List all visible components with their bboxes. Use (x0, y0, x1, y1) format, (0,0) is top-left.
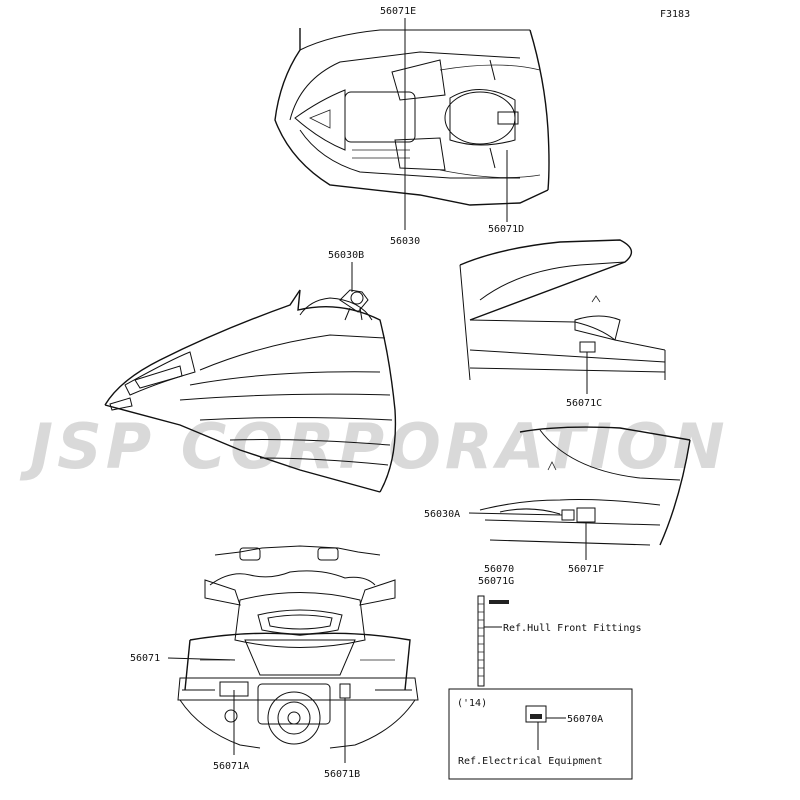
figure-code: F3183 (660, 9, 690, 20)
seat-side-lower-illustration (479, 426, 691, 546)
part-56071F[interactable]: 56071F (568, 564, 604, 575)
part-56071D[interactable]: 56071D (488, 224, 524, 235)
part-56071E[interactable]: 56071E (380, 6, 416, 17)
ref-electrical-equipment[interactable]: Ref.Electrical Equipment (458, 756, 603, 767)
part-56071C[interactable]: 56071C (566, 398, 602, 409)
part-56030B[interactable]: 56030B (328, 250, 364, 261)
rear-view-illustration (177, 545, 419, 749)
part-56030[interactable]: 56030 (390, 236, 420, 247)
bow-side-illustration (104, 289, 397, 493)
part-56030A[interactable]: 56030A (424, 509, 460, 520)
top-view-illustration (274, 28, 550, 206)
part-56070A[interactable]: 56070A (567, 714, 603, 725)
inset-year-label: ('14) (457, 698, 487, 709)
ref-hull-front-fittings[interactable]: Ref.Hull Front Fittings (503, 623, 641, 634)
decal-strips (477, 595, 509, 687)
watermark-text: JSP CORPORATION (19, 410, 729, 483)
part-56071B[interactable]: 56071B (324, 769, 360, 780)
part-56071G[interactable]: 56071G (478, 576, 514, 587)
inset-box-2014 (448, 688, 633, 780)
part-56071A[interactable]: 56071A (213, 761, 249, 772)
seat-side-upper-illustration (459, 239, 666, 381)
part-56071[interactable]: 56071 (130, 653, 160, 664)
part-56070[interactable]: 56070 (484, 564, 514, 575)
